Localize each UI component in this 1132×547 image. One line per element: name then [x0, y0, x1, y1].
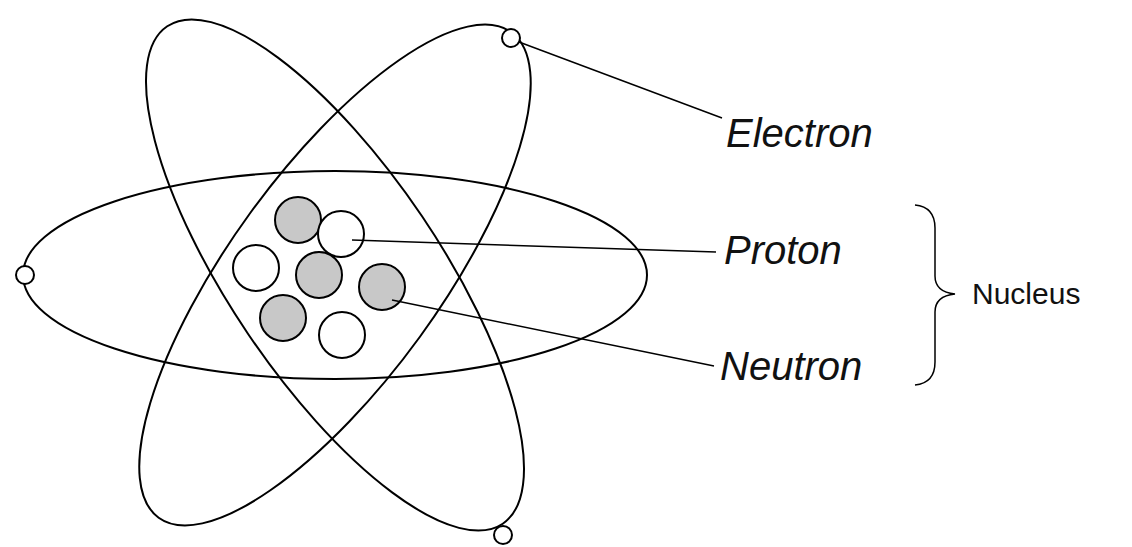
electron-particle — [502, 29, 520, 47]
part-label: Neutron — [720, 343, 862, 389]
neutron-particle — [359, 264, 405, 310]
group-label: Nucleus — [972, 276, 1080, 312]
orbit — [23, 171, 647, 379]
part-label: Electron — [726, 110, 873, 156]
neutron-particle — [275, 197, 321, 243]
part-label: Proton — [724, 227, 842, 273]
proton-particle — [233, 245, 279, 291]
proton-particle — [319, 312, 365, 358]
leader-line — [392, 300, 714, 366]
orbit — [80, 0, 590, 547]
proton-particle — [318, 211, 364, 257]
leader-line — [519, 42, 722, 118]
electron-particle — [494, 526, 512, 544]
neutron-particle — [260, 295, 306, 341]
electron-particle — [16, 266, 34, 284]
leader-line — [352, 240, 716, 252]
orbit — [74, 0, 597, 547]
brace — [915, 205, 955, 385]
neutron-particle — [296, 252, 342, 298]
